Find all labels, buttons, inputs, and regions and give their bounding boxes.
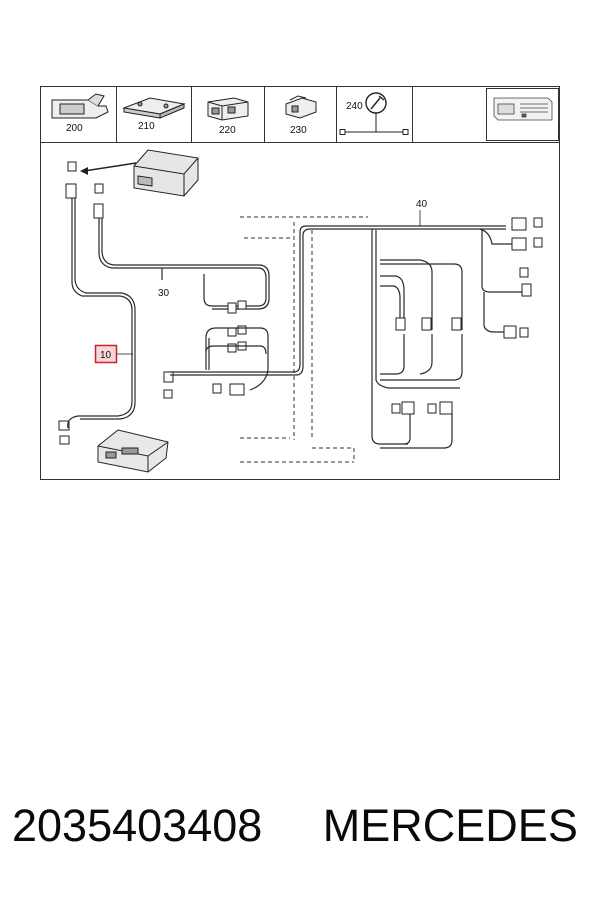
- harness-30-wire: [98, 218, 270, 310]
- caption: 2035403408 MERCEDES: [12, 800, 592, 860]
- thumb-220-connector-icon: [207, 97, 249, 121]
- connector-icon: [58, 161, 104, 445]
- thumb-200-part-icon: [51, 93, 109, 119]
- harness-30-callout: 30: [158, 288, 170, 299]
- part-number: 2035403408: [12, 800, 263, 851]
- thumb-220-label: 220: [219, 125, 236, 136]
- harness-30-branch: [170, 225, 374, 391]
- thumb-240-label: 240: [346, 101, 363, 112]
- plug-icon: [163, 372, 172, 383]
- harness-40-callout: 40: [416, 199, 428, 210]
- control-module-icon: [133, 149, 199, 197]
- harness-10-callout: 10: [100, 350, 112, 361]
- thumbnail-row: [116, 87, 559, 142]
- thumb-200-label: 200: [66, 123, 83, 134]
- harness-10-wire: [67, 198, 133, 429]
- connector-icon: [391, 217, 543, 415]
- harness-40-wire: [371, 225, 524, 449]
- cd-changer-icon: [493, 97, 553, 121]
- thumb-230-label: 230: [290, 125, 307, 136]
- cable-icon: [339, 113, 409, 135]
- thumb-230-connector-icon: [285, 95, 317, 119]
- dashed-guides: [240, 216, 368, 463]
- thumb-210-label: 210: [138, 121, 155, 132]
- control-module-lower-icon: [97, 429, 169, 473]
- harness-10-callout-box: [94, 344, 118, 364]
- brand-name: MERCEDES: [322, 800, 578, 851]
- thumb-210-part-icon: [122, 97, 186, 119]
